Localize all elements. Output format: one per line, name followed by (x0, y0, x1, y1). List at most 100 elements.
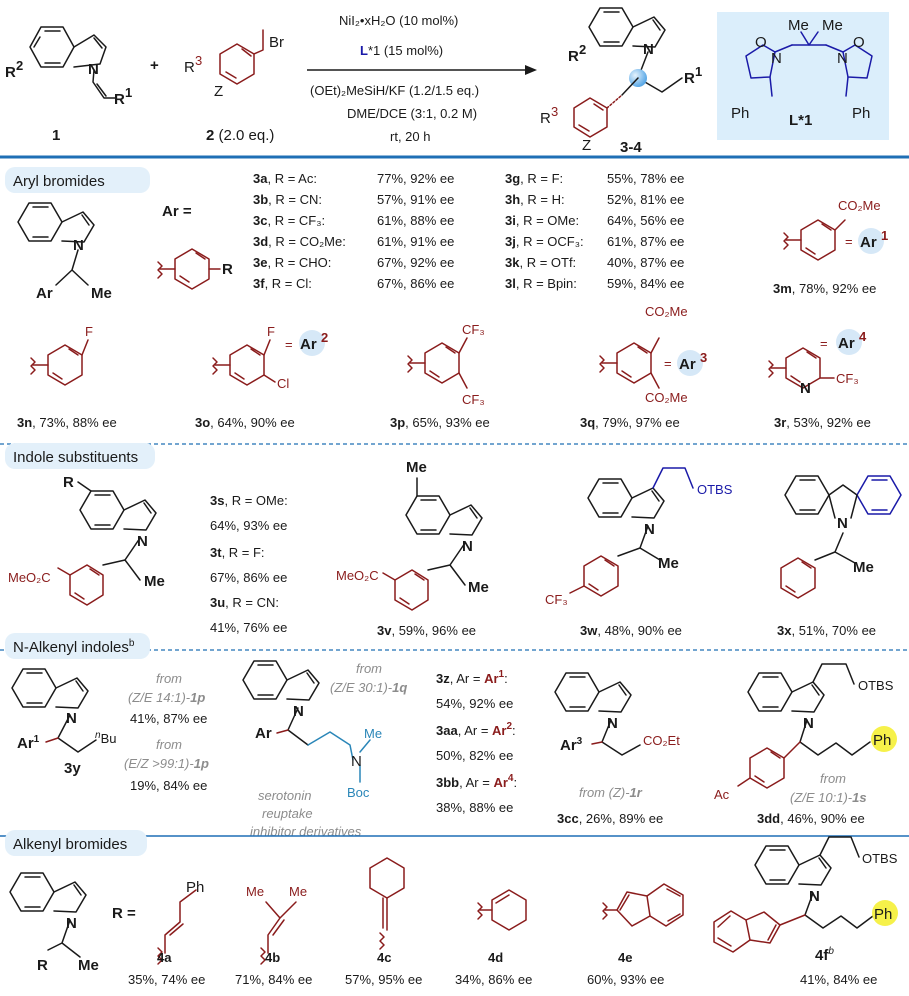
yield-3u-label: 3u, R = CN: (210, 595, 279, 610)
r-3u: , R = CN: (225, 595, 279, 610)
alkenyl-4b: Me Me 4b 71%, 84% ee (235, 884, 312, 987)
alkenyl-bromides-header-bg (5, 830, 147, 856)
butyl-label: nBu (95, 730, 116, 746)
r-3s: , R = OMe: (224, 493, 287, 508)
phenyl-highlight (872, 900, 898, 926)
n-atom: N (462, 538, 473, 555)
ar-highlight (858, 228, 884, 254)
ratio-1-ref: 1p (190, 690, 205, 705)
n-atom: N (66, 710, 77, 727)
yield-label-3h: 3h, R = H: (505, 192, 565, 207)
ar-3-sup: 3 (700, 350, 707, 365)
r-3z: , Ar = (450, 671, 484, 686)
yield-value-3b: 57%, 91% ee (377, 192, 454, 207)
id-3o: 3o (195, 415, 210, 430)
plus-sign: + (150, 57, 159, 74)
condition-silane: (OEt)₂MeSiH/KF (1.2/1.5 eq.) (310, 83, 479, 98)
yield-value-3l: 59%, 84% ee (607, 276, 684, 291)
ar-3-label: Ar (679, 356, 696, 373)
id-3r: 3r (774, 415, 786, 430)
yield-label-3d: 3d, R = CO₂Me: (253, 234, 346, 249)
yield-3cc: 3cc, 26%, 89% ee (557, 811, 663, 826)
r1-sup: 1 (695, 64, 702, 79)
n-atom: N (803, 715, 814, 732)
note-line-1: serotonin (258, 788, 311, 803)
yield-3s-label: 3s, R = OMe: (210, 493, 288, 508)
compound-3y: N Ar1 nBu 3y from (Z/E 14:1)-1p 41%, 87%… (11, 668, 209, 793)
id-3m: 3m (773, 281, 792, 296)
yield-value-3e: 67%, 92% ee (377, 255, 454, 270)
ratio-1: (Z/E 14:1)-1p (128, 690, 205, 705)
compound-3p: CF₃ CF₃ 3p, 65%, 93% ee (390, 322, 490, 430)
cl-substituent: Cl (277, 376, 289, 391)
ligand-n-1: N (771, 50, 782, 67)
ar-1-label: Ar1 (17, 734, 40, 752)
aryl-core-structure: N Ar Me (17, 202, 112, 302)
ar-2-sup: 2 (321, 330, 328, 345)
compound-3cc: N Ar3 CO₂Et from (Z)-1r 3cc, 26%, 89% ee (554, 672, 680, 826)
equals-sign: = (664, 356, 672, 371)
alkenyl-4d: 4d 34%, 86% ee (455, 889, 532, 987)
yield-value-4d: 34%, 86% ee (455, 972, 532, 987)
n-atom: N (66, 915, 77, 932)
id-4a: 4a (157, 950, 172, 965)
serotonin-derivatives: N Ar N Me Boc from (Z/E 30:1)-1q seroton… (242, 660, 407, 839)
r2-sup: 2 (16, 58, 23, 73)
r2-sup: 2 (579, 42, 586, 57)
yield-label-3c: 3c, R = CF₃: (253, 213, 325, 228)
starting-material-2: R 3 Z Br 2 (2.0 eq.) (184, 29, 284, 144)
phenyl-highlight (871, 726, 897, 752)
alkenyl-4a: Ph 4a 35%, 74% ee (128, 879, 205, 987)
ar-4-sup: 4 (859, 329, 867, 344)
pyridine-n: N (800, 380, 811, 397)
id-3bb: 3bb (436, 775, 459, 790)
n-atom: N (293, 703, 304, 720)
header-text: N-Alkenyl indoles (13, 639, 129, 656)
from-label: from (820, 771, 846, 786)
me-label: Me (658, 555, 679, 572)
n-atom: N (644, 521, 655, 538)
from-label: from (Z)-1r (579, 785, 643, 800)
alkenyl-indoles-header-bg (5, 633, 150, 659)
id-3x: 3x (777, 623, 792, 638)
equals-sign: = (845, 234, 853, 249)
me-label: Me (78, 957, 99, 974)
yield-value-3n: , 73%, 88% ee (32, 415, 117, 430)
boc-group: Boc (347, 785, 370, 800)
phenyl-label: Ph (186, 879, 204, 896)
id-3t: 3t (210, 545, 222, 560)
r-3t: , R = F: (222, 545, 265, 560)
ligand-o-1: O (755, 34, 767, 51)
n-atom: N (88, 61, 99, 78)
id-3w: 3w (580, 623, 598, 638)
compound-2-equiv: (2.0 eq.) (214, 127, 274, 144)
ratio-2-text: (E/Z >99:1)- (124, 756, 194, 771)
compound-3m: CO₂Me = Ar 1 3m, 78%, 92% ee (773, 198, 888, 296)
indole-header-bg (5, 443, 155, 469)
me-label: Me (91, 285, 112, 302)
ester-substituent-2: CO₂Me (645, 390, 688, 405)
yield-value-3h: 52%, 81% ee (607, 192, 684, 207)
ar-text: Ar (17, 735, 34, 752)
cf3-substituent-2: CF₃ (462, 392, 485, 407)
yield-3w: 3w, 48%, 90% ee (580, 623, 682, 638)
ligand-L1-box: Me Me O O N N Ph Ph L*1 (717, 12, 889, 140)
n-atom: N (137, 533, 148, 550)
id-3cc: 3cc (557, 811, 579, 826)
yield-value-3y-2: 19%, 84% ee (130, 778, 207, 793)
phenyl-label: Ph (874, 906, 892, 923)
r1-label: R (114, 91, 125, 108)
alkenyl-bromides-header: Alkenyl bromides (13, 836, 127, 853)
compound-3q: CO₂Me CO₂Me = Ar 3 3q, 79%, 97% ee (580, 304, 707, 430)
ar-sup: 1 (34, 734, 40, 745)
ar-highlight (836, 329, 862, 355)
yield-label-3g: 3g, R = F: (505, 171, 563, 186)
ar-sup-3z: 1 (499, 669, 505, 680)
ar-label: Ar (255, 725, 272, 742)
id-4e: 4e (618, 950, 632, 965)
indole-header: Indole substituents (13, 449, 138, 466)
